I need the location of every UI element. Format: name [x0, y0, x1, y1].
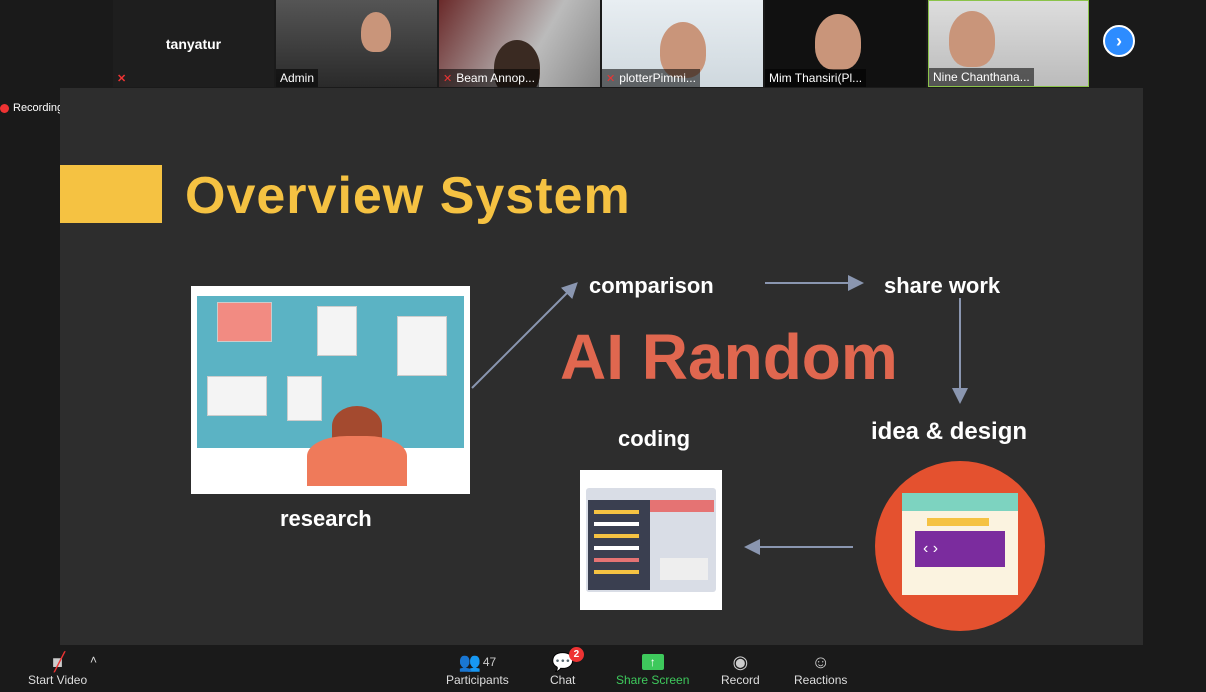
- participant-tile-active[interactable]: Nine Chanthana...: [928, 0, 1089, 87]
- participant-name: plotterPimmi...: [619, 71, 696, 85]
- participants-icon: 👥: [458, 651, 481, 672]
- start-video-button[interactable]: ■╱ Start Video: [28, 651, 88, 688]
- start-video-label: Start Video: [28, 673, 88, 687]
- reactions-label: Reactions: [794, 673, 848, 687]
- participant-tile[interactable]: tanyatur ✕: [113, 0, 274, 87]
- research-label: research: [280, 506, 372, 531]
- record-dot-icon: [0, 103, 9, 113]
- flow-arrows: [471, 275, 968, 555]
- chat-badge: 2: [568, 647, 584, 662]
- chat-button[interactable]: 💬2 Chat: [550, 647, 584, 687]
- comparison-label: comparison: [589, 273, 714, 298]
- idea-design-illustration: ‹ ›: [875, 461, 1045, 631]
- chevron-right-icon: ›: [1116, 30, 1122, 51]
- coding-label: coding: [618, 426, 691, 451]
- mic-muted-icon: ✕: [443, 72, 453, 85]
- share-screen-button[interactable]: ↑ Share Screen: [616, 651, 689, 687]
- idea-design-label: idea & design: [871, 418, 1028, 445]
- participant-tile[interactable]: ✕plotterPimmi...: [602, 0, 763, 87]
- participant-strip: tanyatur ✕ Admin ✕Beam Annop... ✕plotter…: [113, 0, 1089, 87]
- participant-count: 47: [482, 655, 497, 669]
- research-illustration: research: [191, 286, 470, 531]
- record-icon: ◉: [732, 651, 749, 672]
- reactions-button[interactable]: ☺ Reactions: [794, 651, 848, 688]
- video-options-button[interactable]: ˄: [90, 653, 97, 667]
- participants-label: Participants: [446, 673, 509, 687]
- record-button[interactable]: ◉ Record: [721, 651, 760, 688]
- recording-indicator: Recording: [0, 102, 63, 114]
- arrow-research-comparison: [471, 282, 578, 389]
- participant-name: Nine Chanthana...: [933, 70, 1030, 84]
- shared-slide: Overview System AI Random research compa…: [60, 88, 1143, 645]
- participant-name: tanyatur: [165, 35, 222, 52]
- participant-name: Mim Thansiri(Pl...: [769, 71, 863, 85]
- reactions-icon: ☺: [811, 651, 830, 672]
- recording-label: Recording: [13, 102, 64, 114]
- participant-name: Admin: [280, 71, 315, 85]
- title-accent-bar: [60, 165, 162, 223]
- mic-muted-icon: ✕: [117, 73, 127, 85]
- record-label: Record: [721, 673, 760, 687]
- participants-button[interactable]: 👥47 Participants: [446, 651, 509, 688]
- mic-muted-icon: ✕: [606, 72, 616, 85]
- participant-tile[interactable]: ✕Beam Annop...: [439, 0, 600, 87]
- slide-center-text: AI Random: [560, 321, 898, 393]
- share-work-label: share work: [884, 273, 1001, 298]
- participant-tile[interactable]: Mim Thansiri(Pl...: [765, 0, 926, 87]
- chevron-up-icon: ˄: [90, 653, 98, 667]
- meeting-toolbar: ■╱ Start Video ˄ 👥47 Participants 💬2 Cha…: [0, 645, 1206, 692]
- participant-name: Beam Annop...: [456, 71, 535, 85]
- next-page-button[interactable]: ›: [1103, 25, 1135, 57]
- coding-illustration: [580, 470, 722, 610]
- participant-tile[interactable]: Admin: [276, 0, 437, 87]
- share-screen-label: Share Screen: [616, 673, 690, 687]
- video-off-icon: ■╱: [52, 651, 65, 672]
- chat-label: Chat: [550, 673, 576, 687]
- share-screen-icon: ↑: [641, 654, 664, 670]
- chat-icon: 💬: [551, 651, 574, 672]
- slide-title: Overview System: [185, 167, 631, 225]
